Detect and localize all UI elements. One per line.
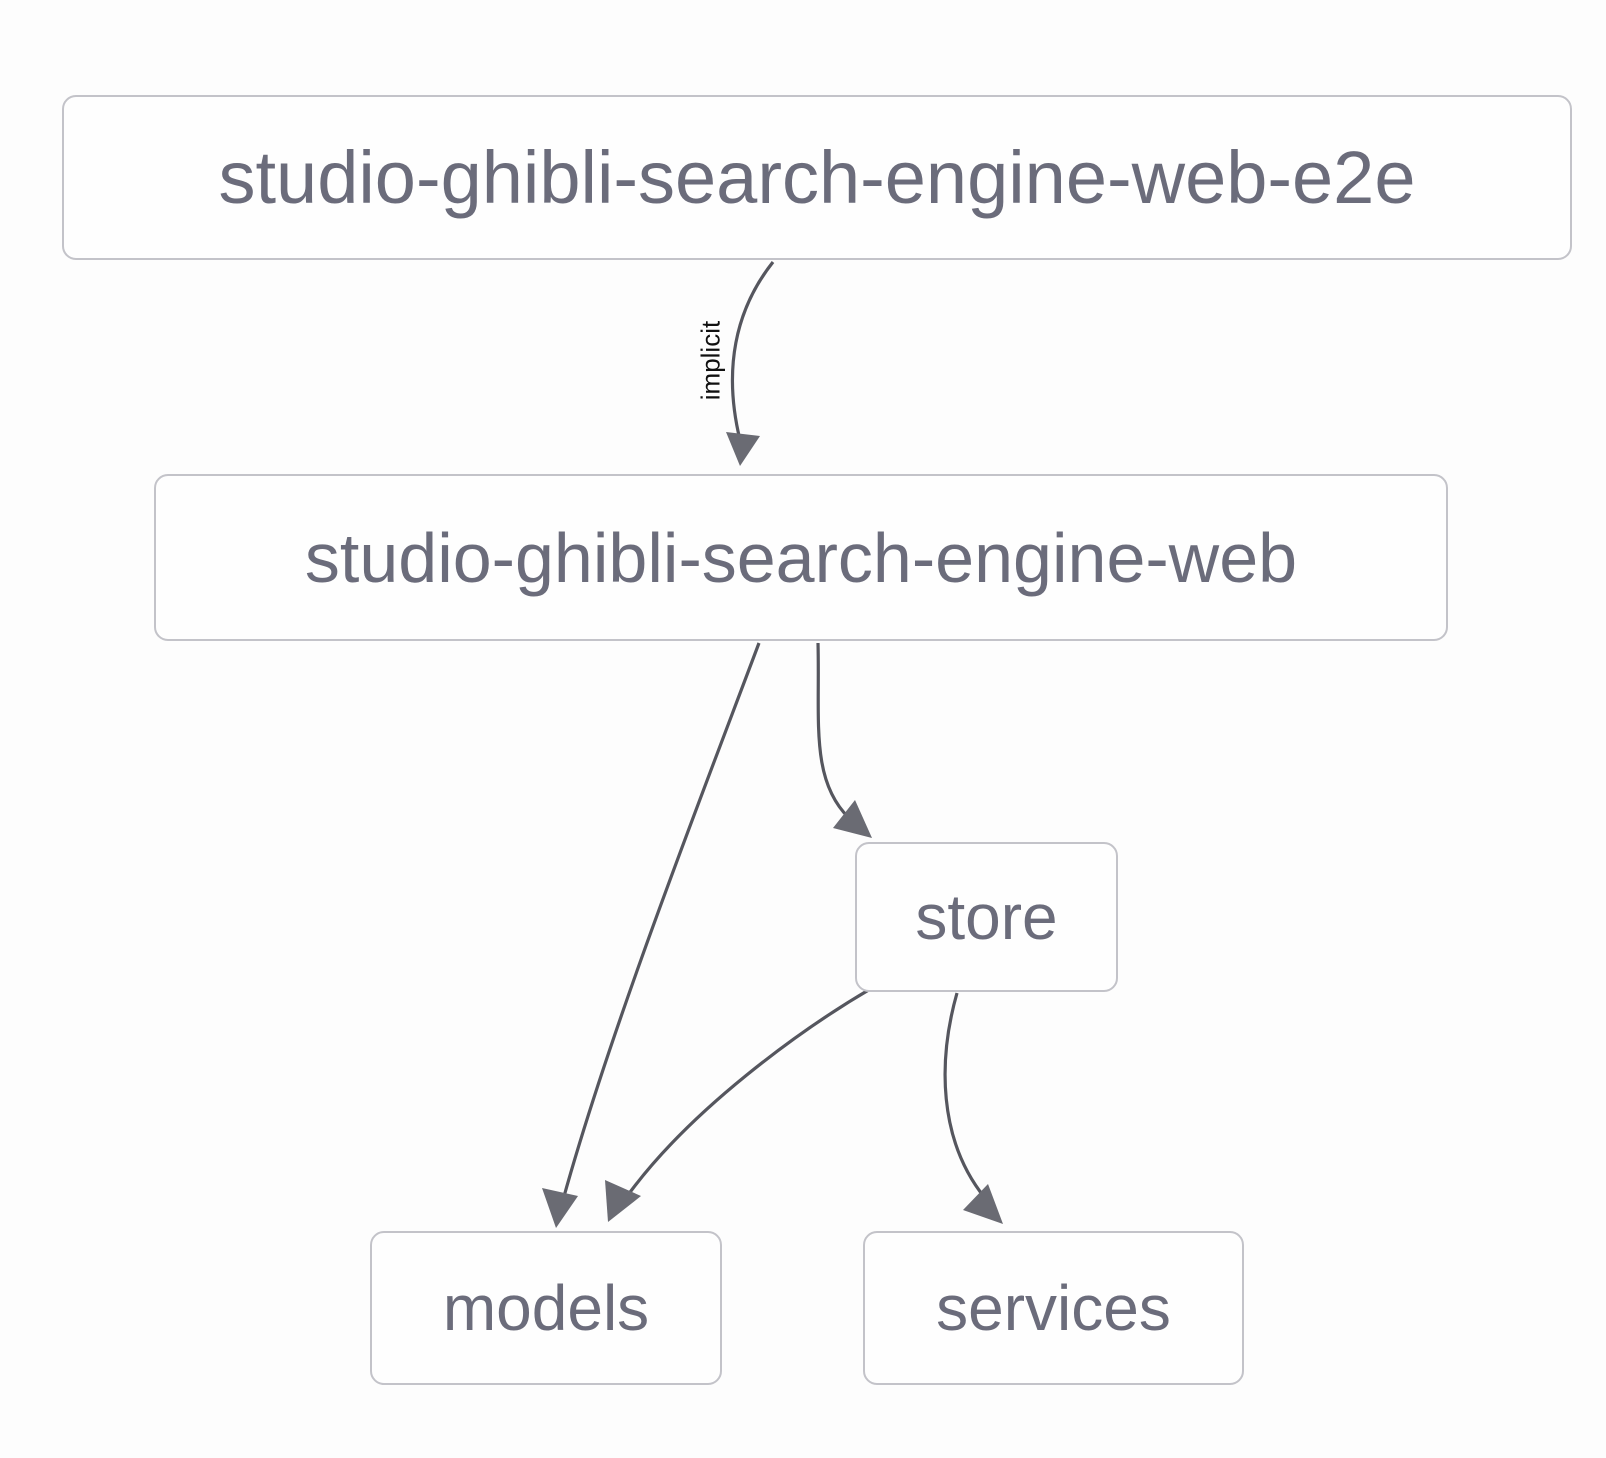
- edge-web-to-store-arrowhead: [833, 800, 872, 838]
- edge-e2e-to-web: [726, 261, 775, 466]
- node-label: services: [936, 1272, 1171, 1344]
- node-label: studio-ghibli-search-engine-web-e2e: [218, 135, 1416, 219]
- edge-web-to-models-path: [561, 642, 761, 1201]
- edge-e2e-to-web-path: [730, 261, 775, 441]
- node-label: store: [915, 881, 1058, 953]
- edge-store-to-services: [943, 992, 1003, 1224]
- edge-web-to-models-arrowhead: [542, 1188, 578, 1228]
- node-models[interactable]: models: [370, 1231, 722, 1385]
- edge-store-to-services-arrowhead: [963, 1184, 1003, 1224]
- edge-web-to-store: [816, 642, 872, 838]
- edge-store-to-models: [605, 986, 873, 1222]
- edge-web-to-models: [542, 642, 761, 1228]
- node-services[interactable]: services: [863, 1231, 1244, 1385]
- node-store[interactable]: store: [855, 842, 1118, 992]
- edge-store-to-models-path: [626, 986, 873, 1196]
- node-studio-ghibli-search-engine-web-e2e[interactable]: studio-ghibli-search-engine-web-e2e: [62, 95, 1572, 260]
- edge-web-to-store-path: [816, 642, 851, 820]
- node-label: models: [442, 1272, 650, 1344]
- edge-e2e-to-web-arrowhead: [726, 432, 760, 466]
- edge-store-to-models-arrowhead: [605, 1180, 641, 1222]
- node-label: studio-ghibli-search-engine-web: [304, 518, 1298, 597]
- edge-label-implicit: implicit: [695, 320, 726, 401]
- node-studio-ghibli-search-engine-web[interactable]: studio-ghibli-search-engine-web: [154, 474, 1448, 641]
- edge-store-to-services-path: [943, 992, 987, 1200]
